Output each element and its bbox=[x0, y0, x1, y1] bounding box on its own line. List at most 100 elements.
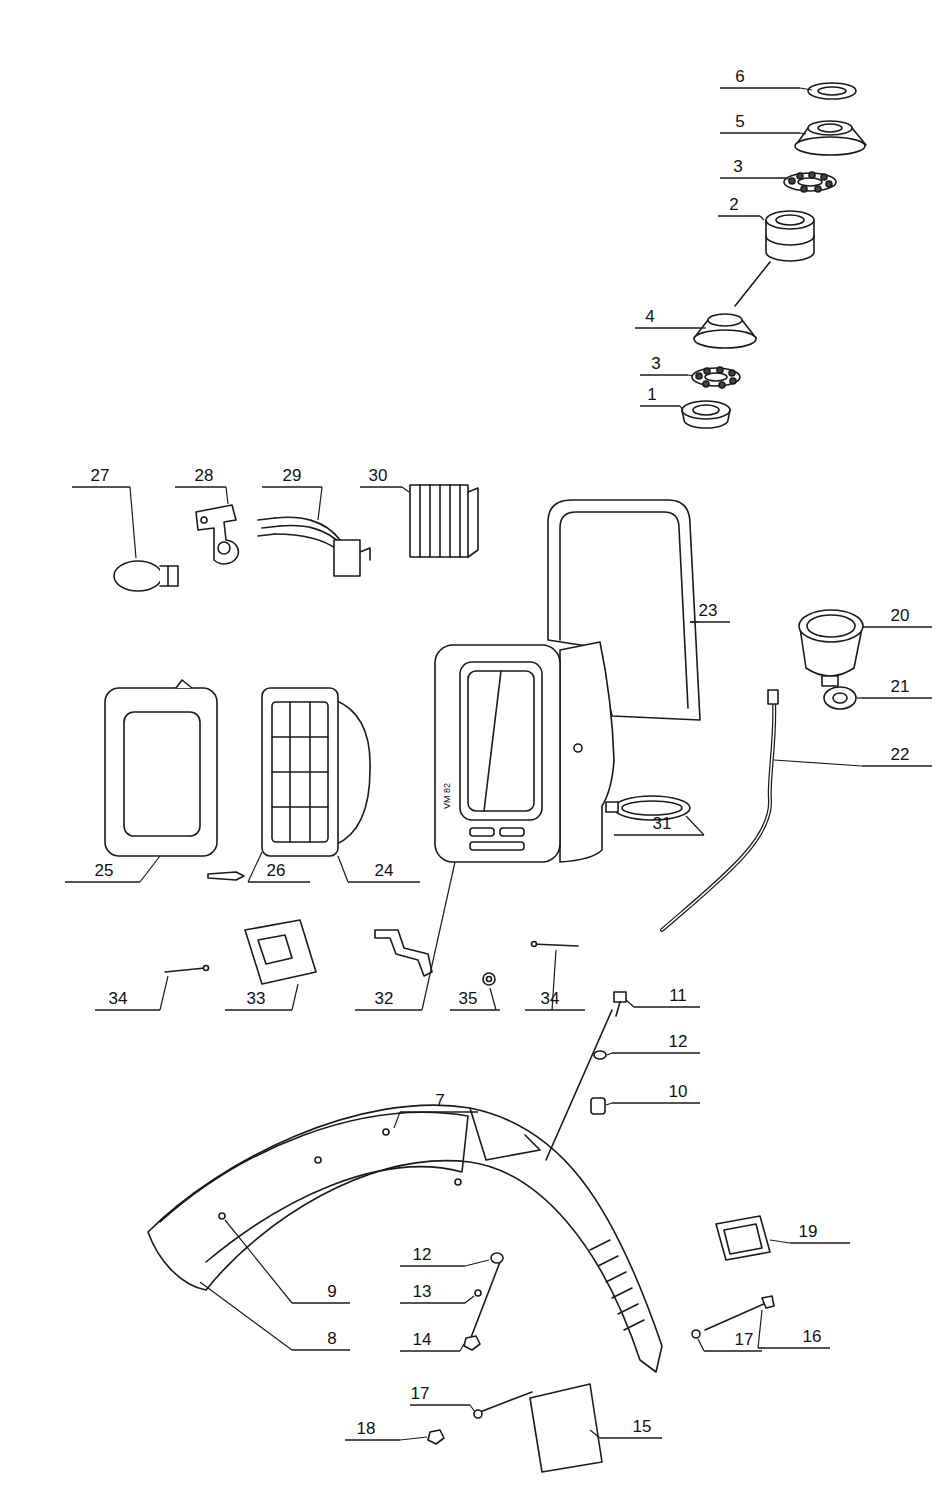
leader-line bbox=[700, 327, 706, 328]
drawing-stroke bbox=[272, 736, 328, 738]
drawing-stroke bbox=[696, 373, 702, 379]
callout-number: 17 bbox=[410, 1384, 431, 1404]
leader-line bbox=[465, 1260, 489, 1266]
callout-number: 5 bbox=[734, 112, 745, 132]
drawing-stroke bbox=[622, 801, 682, 815]
callout-number: 13 bbox=[412, 1282, 433, 1302]
callout-number: 18 bbox=[356, 1419, 377, 1439]
callout-underline bbox=[65, 881, 140, 882]
drawing-stroke bbox=[262, 688, 338, 856]
leader-line bbox=[606, 1103, 612, 1105]
callout-number: 31 bbox=[652, 814, 673, 834]
leader-line bbox=[758, 1310, 762, 1348]
drawing-stroke bbox=[360, 548, 370, 560]
drawing-stroke bbox=[468, 488, 478, 557]
callout-underline bbox=[355, 1009, 422, 1010]
callout-number: 9 bbox=[326, 1282, 337, 1302]
callout-underline bbox=[690, 621, 730, 622]
callout-number: 30 bbox=[368, 466, 389, 486]
drawing-stroke bbox=[662, 700, 774, 930]
callout-number: 19 bbox=[798, 1222, 819, 1242]
drawing-stroke bbox=[375, 930, 432, 976]
callout-number: 23 bbox=[698, 601, 719, 621]
callout-underline bbox=[862, 697, 932, 698]
drawing-stroke bbox=[735, 262, 770, 306]
callout-underline bbox=[360, 486, 402, 487]
drawing-stroke bbox=[822, 676, 838, 686]
drawing-stroke bbox=[484, 671, 501, 811]
drawing-stroke bbox=[315, 1157, 321, 1163]
drawing-stroke bbox=[809, 172, 815, 178]
drawing-stroke bbox=[591, 1098, 605, 1114]
drawing-stroke bbox=[612, 1288, 632, 1298]
drawing-stroke bbox=[435, 645, 560, 862]
callout-number: 21 bbox=[890, 677, 911, 697]
headlamp bbox=[105, 680, 370, 880]
drawing-stroke bbox=[470, 842, 524, 850]
model-marking: VM 82 bbox=[442, 782, 452, 810]
callout-underline bbox=[292, 1349, 350, 1350]
leader-line bbox=[400, 1437, 427, 1440]
leader-line bbox=[800, 88, 812, 90]
drawing-stroke bbox=[616, 1002, 620, 1016]
drawing-stroke bbox=[455, 1179, 461, 1185]
callout-number: 12 bbox=[412, 1245, 433, 1265]
callout-underline bbox=[612, 1052, 700, 1053]
leader-line bbox=[774, 760, 862, 766]
leader-line bbox=[422, 862, 455, 1010]
callout-underline bbox=[292, 1302, 350, 1303]
callout-underline bbox=[862, 765, 932, 766]
callout-number: 24 bbox=[374, 861, 395, 881]
drawing-stroke bbox=[474, 1410, 482, 1418]
callout-underline bbox=[614, 834, 704, 835]
drawing-stroke bbox=[692, 368, 740, 386]
drawing-stroke bbox=[801, 186, 807, 192]
drawing-stroke bbox=[708, 314, 742, 326]
callout-number: 25 bbox=[94, 861, 115, 881]
drawing-stroke bbox=[784, 173, 836, 191]
drawing-stroke bbox=[480, 1392, 532, 1412]
callout-number: 16 bbox=[802, 1327, 823, 1347]
plates-and-pins bbox=[165, 920, 578, 985]
callout-number: 7 bbox=[434, 1091, 445, 1111]
drawing-stroke bbox=[799, 610, 863, 642]
callout-underline bbox=[225, 1009, 292, 1010]
drawing-stroke bbox=[309, 702, 311, 842]
drawing-stroke bbox=[272, 702, 328, 842]
drawing-stroke bbox=[729, 370, 735, 376]
drawing-stroke bbox=[614, 796, 690, 820]
callout-underline bbox=[400, 1350, 460, 1351]
drawing-stroke bbox=[204, 966, 209, 971]
callout-underline bbox=[450, 1009, 500, 1010]
callout-number: 15 bbox=[632, 1417, 653, 1437]
drawing-stroke bbox=[196, 505, 238, 564]
leader-line bbox=[786, 178, 790, 180]
leader-line bbox=[698, 1339, 704, 1351]
drawing-stroke bbox=[606, 802, 618, 812]
headlight-fairing bbox=[435, 500, 700, 862]
drawing-stroke bbox=[272, 702, 328, 842]
drawing-stroke bbox=[724, 1224, 762, 1254]
drawing-stroke bbox=[124, 712, 200, 836]
leader-line bbox=[225, 1220, 292, 1303]
drawing-stroke bbox=[590, 1240, 610, 1250]
callout-underline bbox=[612, 1102, 700, 1103]
callout-underline bbox=[720, 132, 800, 133]
leader-line bbox=[130, 487, 136, 558]
leader-line bbox=[490, 988, 496, 1010]
callout-number: 1 bbox=[646, 385, 657, 405]
drawing-stroke bbox=[766, 211, 814, 229]
callout-number: 8 bbox=[326, 1329, 337, 1349]
drawing-stroke bbox=[606, 1272, 626, 1282]
drawing-stroke bbox=[420, 485, 478, 557]
drawing-stroke bbox=[160, 1112, 468, 1262]
drawing-stroke bbox=[460, 662, 542, 820]
drawing-stroke bbox=[762, 1296, 774, 1308]
callout-underline bbox=[72, 486, 130, 487]
leader-line bbox=[680, 406, 683, 410]
callout-underline bbox=[175, 486, 226, 487]
callout-underline bbox=[248, 881, 310, 882]
callout-number: 3 bbox=[732, 157, 743, 177]
drawing-stroke bbox=[682, 401, 730, 419]
